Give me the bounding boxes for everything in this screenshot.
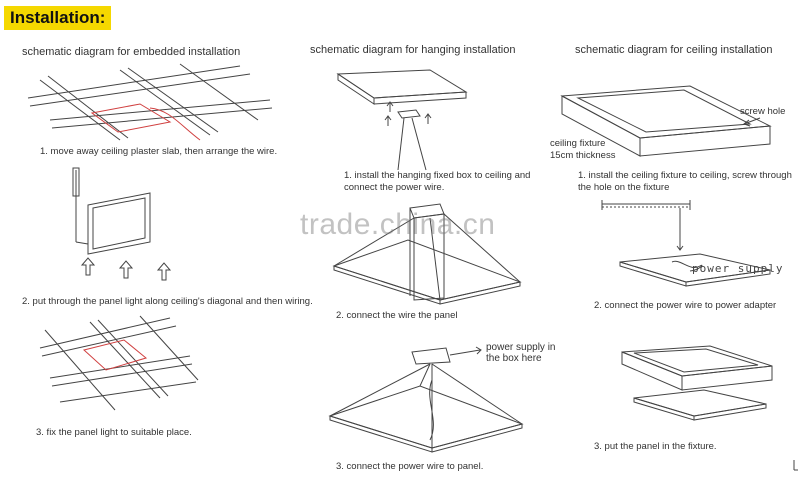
power-supply-box-label: power supply in the box here (486, 342, 556, 364)
power-adapter-drawing (601, 200, 771, 287)
thickness-label: 15cm thickness (550, 150, 616, 161)
hanging-step-1: 1. install the hanging fixed box to ceil… (344, 170, 531, 193)
embedded-step-1: 1. move away ceiling plaster slab, then … (40, 146, 278, 157)
page-title: Installation: (4, 6, 112, 30)
power-supply-label: power supply (692, 262, 784, 275)
watermark: trade.china.cn (300, 208, 496, 241)
screw-hole-label: screw hole (740, 106, 786, 117)
embedded-step-3: 3. fix the panel light to suitable place… (36, 427, 192, 438)
ceiling-step-3: 3. put the panel in the fixture. (594, 441, 717, 452)
hanging-pyramid-drawing (328, 346, 524, 453)
header-embedded: schematic diagram for embedded installat… (22, 46, 241, 58)
hanging-step-2: 2. connect the wire the panel (336, 310, 458, 321)
hanging-panel-drawing (332, 203, 522, 305)
ceiling-fixture-drawing (560, 85, 772, 157)
ceiling-fixture-label: ceiling fixture (550, 138, 606, 149)
embedded-step-2: 2. put through the panel light along cei… (22, 296, 313, 307)
fixture-panel-drawing (621, 345, 773, 421)
header-ceiling: schematic diagram for ceiling installati… (575, 44, 773, 56)
ceiling-step-1: 1. install the ceiling fixture to ceilin… (578, 170, 792, 193)
ceiling-grid-drawing (27, 63, 273, 141)
panel-wiring-drawing (72, 167, 172, 281)
hanging-step-3: 3. connect the power wire to panel. (336, 461, 484, 472)
ceiling-step-2: 2. connect the power wire to power adapt… (594, 300, 777, 311)
header-hanging: schematic diagram for hanging installati… (310, 44, 516, 56)
installed-grid-drawing (39, 315, 199, 411)
hanging-box-drawing (336, 69, 468, 171)
